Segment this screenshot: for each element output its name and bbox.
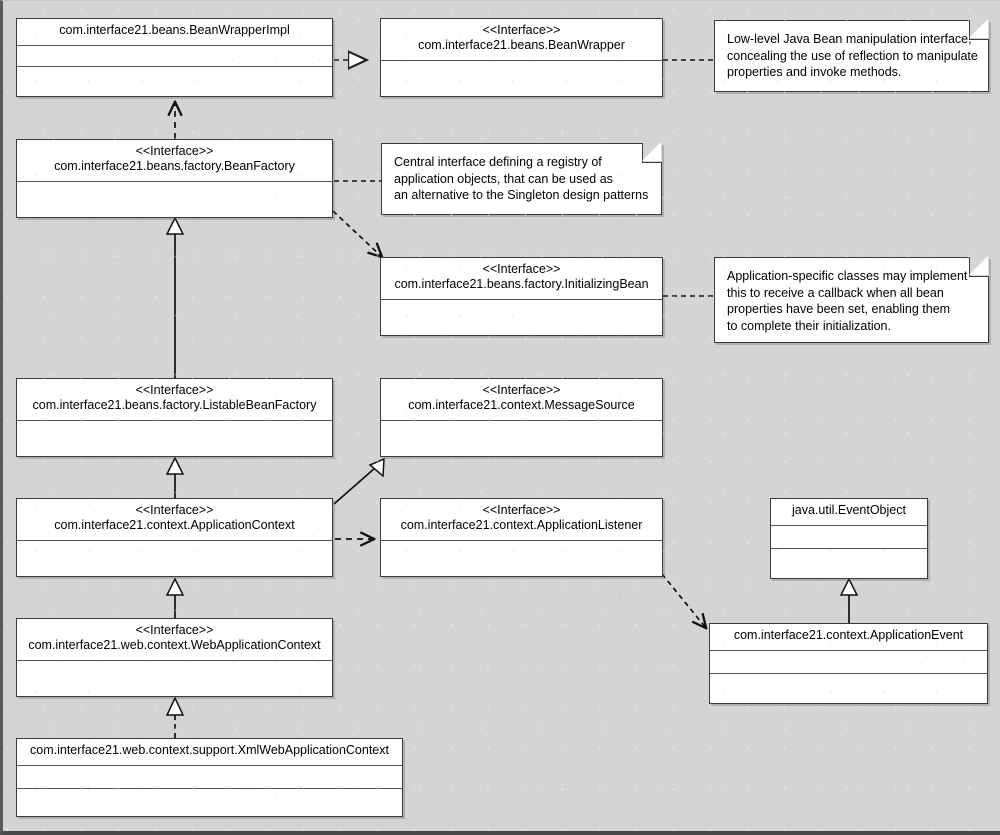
edge-applicationcontext-to-messagesource — [333, 457, 385, 505]
edge-applicationcontext-to-listablebeanfactory — [165, 456, 185, 498]
note-fold-corner-icon — [969, 19, 989, 40]
class-attributes-xmlwebapplicationcontext — [17, 766, 402, 789]
class-box-listablebeanfactory[interactable]: <<Interface>> com.interface21.beans.fact… — [16, 378, 333, 457]
class-header-applicationcontext: <<Interface>> com.interface21.context.Ap… — [17, 499, 332, 541]
class-name-eventobject: java.util.EventObject — [792, 503, 906, 517]
stereotype-messagesource: <<Interface>> — [482, 383, 561, 397]
class-operations-initializingbean — [381, 300, 662, 336]
class-box-applicationcontext[interactable]: <<Interface>> com.interface21.context.Ap… — [16, 498, 333, 577]
class-operations-beanwrapper — [381, 61, 662, 97]
class-header-beanfactory: <<Interface>> com.interface21.beans.fact… — [17, 140, 332, 182]
edge-applicationevent-to-eventobject — [839, 577, 859, 623]
stereotype-beanfactory: <<Interface>> — [135, 144, 214, 158]
note-line: Low-level Java Bean manipulation interfa… — [727, 32, 972, 46]
stereotype-listablebeanfactory: <<Interface>> — [135, 383, 214, 397]
class-header-initializingbean: <<Interface>> com.interface21.beans.fact… — [381, 258, 662, 300]
class-header-eventobject: java.util.EventObject — [771, 499, 927, 526]
class-name-webapplicationcontext: com.interface21.web.context.WebApplicati… — [28, 638, 321, 652]
class-attributes-applicationevent — [710, 651, 987, 674]
class-operations-eventobject — [771, 549, 927, 578]
class-box-applicationlistener[interactable]: <<Interface>> com.interface21.context.Ap… — [380, 498, 663, 577]
class-header-listablebeanfactory: <<Interface>> com.interface21.beans.fact… — [17, 379, 332, 421]
stereotype-beanwrapper: <<Interface>> — [482, 23, 561, 37]
note-line: this to receive a callback when all bean — [727, 285, 944, 300]
class-operations-xmlwebapplicationcontext — [17, 789, 402, 816]
edge-listablebeanfactory-to-beanfactory — [165, 216, 185, 378]
class-name-beanwrapper: com.interface21.beans.BeanWrapper — [418, 38, 625, 52]
class-header-webapplicationcontext: <<Interface>> com.interface21.web.contex… — [17, 619, 332, 661]
class-header-beanwrapper: <<Interface>> com.interface21.beans.Bean… — [381, 19, 662, 61]
class-box-beanwrapperimpl[interactable]: com.interface21.beans.BeanWrapperImpl — [16, 18, 333, 97]
class-box-webapplicationcontext[interactable]: <<Interface>> com.interface21.web.contex… — [16, 618, 333, 697]
class-operations-applicationcontext — [17, 541, 332, 577]
class-header-xmlwebapplicationcontext: com.interface21.web.context.support.XmlW… — [17, 739, 402, 766]
note-line: Central interface defining a registry of — [394, 155, 602, 169]
class-name-applicationcontext: com.interface21.context.ApplicationConte… — [54, 518, 295, 532]
note-line: to complete their initialization. — [727, 318, 891, 333]
class-name-beanfactory: com.interface21.beans.factory.BeanFactor… — [54, 159, 295, 173]
note-line: an alternative to the Singleton design p… — [394, 188, 649, 202]
class-box-eventobject[interactable]: java.util.EventObject — [770, 498, 928, 579]
class-operations-messagesource — [381, 421, 662, 457]
class-attributes-beanwrapperimpl — [17, 46, 332, 67]
class-box-initializingbean[interactable]: <<Interface>> com.interface21.beans.fact… — [380, 257, 663, 336]
class-operations-beanwrapperimpl — [17, 67, 332, 96]
note-initializingbean: Application-specific classes may impleme… — [714, 256, 989, 343]
stereotype-webapplicationcontext: <<Interface>> — [135, 623, 214, 637]
note-line: concealing the use of reflection to mani… — [727, 48, 978, 63]
note-fold-corner-icon — [969, 256, 989, 277]
class-name-applicationlistener: com.interface21.context.ApplicationListe… — [400, 518, 643, 532]
note-line: application objects, that can be used as — [394, 171, 613, 186]
class-box-beanfactory[interactable]: <<Interface>> com.interface21.beans.fact… — [16, 139, 333, 218]
class-name-xmlwebapplicationcontext: com.interface21.web.context.support.XmlW… — [30, 743, 389, 757]
class-header-applicationlistener: <<Interface>> com.interface21.context.Ap… — [381, 499, 662, 541]
note-beanwrapper: Low-level Java Bean manipulation interfa… — [714, 19, 989, 92]
class-header-applicationevent: com.interface21.context.ApplicationEvent — [710, 624, 987, 651]
edge-xmlwebapplicationcontext-to-webapplicationcontext — [165, 696, 185, 738]
class-operations-beanfactory — [17, 182, 332, 218]
edge-applicationlistener-to-applicationevent — [661, 573, 706, 628]
note-line: Application-specific classes may impleme… — [727, 269, 968, 283]
class-header-beanwrapperimpl: com.interface21.beans.BeanWrapperImpl — [17, 19, 332, 46]
class-operations-applicationlistener — [381, 541, 662, 577]
class-box-beanwrapper[interactable]: <<Interface>> com.interface21.beans.Bean… — [380, 18, 663, 97]
class-box-xmlwebapplicationcontext[interactable]: com.interface21.web.context.support.XmlW… — [16, 738, 403, 817]
stereotype-applicationcontext: <<Interface>> — [135, 503, 214, 517]
note-line: properties have been set, enabling them — [727, 302, 951, 316]
class-attributes-eventobject — [771, 526, 927, 549]
edge-beanfactory-to-initializingbean — [332, 210, 382, 257]
class-operations-applicationevent — [710, 674, 987, 703]
class-box-messagesource[interactable]: <<Interface>> com.interface21.context.Me… — [380, 378, 663, 457]
class-name-applicationevent: com.interface21.context.ApplicationEvent — [733, 628, 964, 642]
note-line: properties and invoke methods. — [727, 65, 902, 79]
class-name-initializingbean: com.interface21.beans.factory.Initializi… — [394, 277, 649, 291]
stereotype-applicationlistener: <<Interface>> — [482, 503, 561, 517]
class-operations-webapplicationcontext — [17, 661, 332, 697]
edge-webapplicationcontext-to-applicationcontext — [165, 577, 185, 618]
class-name-listablebeanfactory: com.interface21.beans.factory.ListableBe… — [32, 398, 317, 412]
class-name-beanwrapperimpl: com.interface21.beans.BeanWrapperImpl — [59, 23, 290, 37]
note-fold-corner-icon — [642, 142, 662, 163]
class-header-messagesource: <<Interface>> com.interface21.context.Me… — [381, 379, 662, 421]
note-beanfactory: Central interface defining a registry of… — [381, 142, 662, 215]
class-name-messagesource: com.interface21.context.MessageSource — [408, 398, 635, 412]
class-operations-listablebeanfactory — [17, 421, 332, 457]
class-box-applicationevent[interactable]: com.interface21.context.ApplicationEvent — [709, 623, 988, 704]
stereotype-initializingbean: <<Interface>> — [482, 262, 561, 276]
